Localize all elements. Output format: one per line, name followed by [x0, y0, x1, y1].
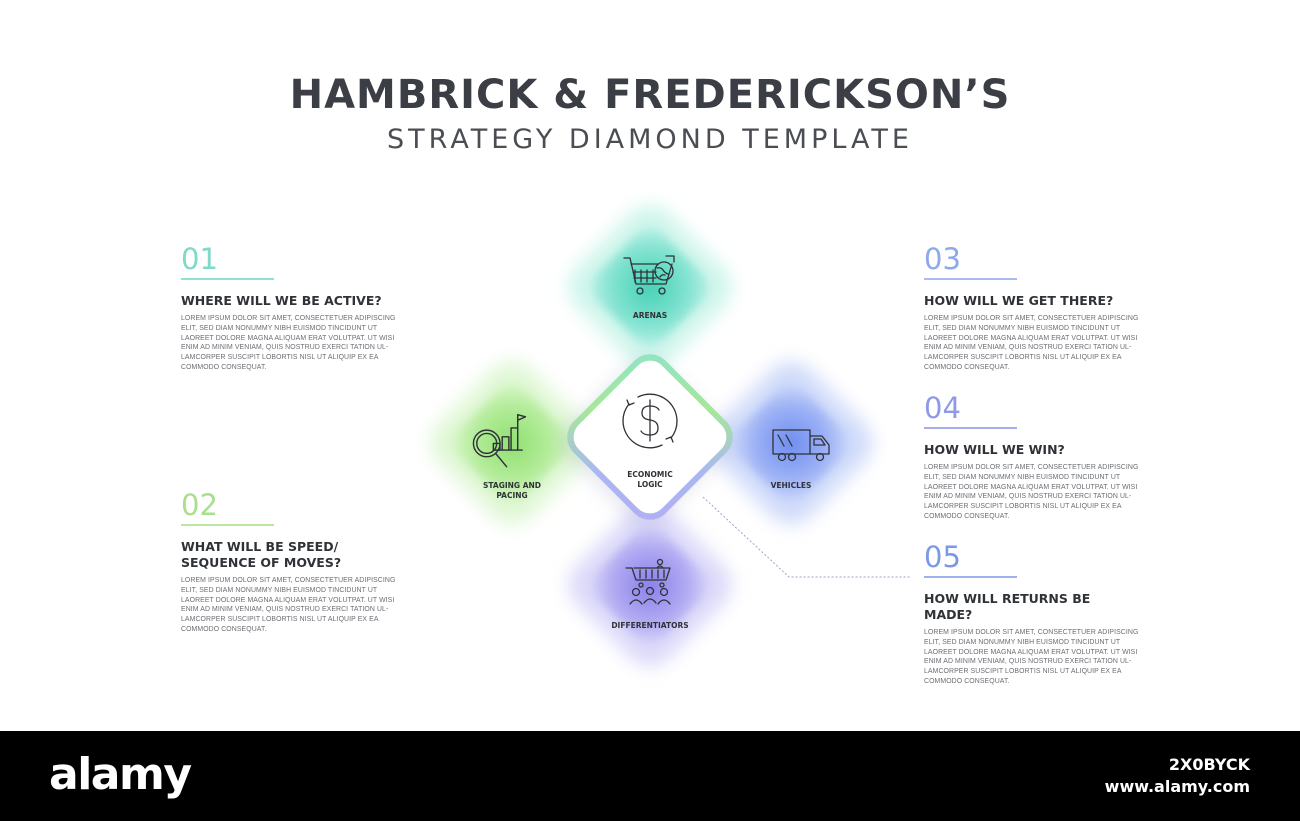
shopping-cart-globe-icon [623, 255, 675, 295]
diamond-node-vehicles: VEHICLES [699, 351, 883, 535]
step-number: 05 [924, 540, 961, 574]
step-block-05: 05 HOW WILL RETURNS BE MADE? LOREM IPSUM… [924, 541, 1139, 687]
page-title: HAMBRICK & FREDERICKSON’S [289, 72, 1011, 118]
diamond-node-staging-and-pacing: STAGING AND PACING [420, 351, 604, 535]
step-body: LOREM IPSUM DOLOR SIT AMET, CONSECTETUER… [181, 577, 396, 633]
step-heading: HOW WILL WE WIN? [924, 442, 1065, 457]
node-label: ARENAS [632, 311, 668, 320]
step-body: LOREM IPSUM DOLOR SIT AMET, CONSECTETUER… [181, 315, 396, 371]
step-rule [181, 278, 274, 280]
step-number: 01 [181, 242, 218, 276]
magnifier-bar-chart-flag-icon [472, 413, 527, 468]
step-block-02: 02 WHAT WILL BE SPEED/ SEQUENCE OF MOVES… [181, 489, 396, 635]
cart-people-icon [625, 558, 671, 605]
step-rule [924, 576, 1017, 578]
page-subtitle: STRATEGY DIAMOND TEMPLATE [387, 124, 913, 155]
step-number: 02 [181, 488, 218, 522]
dollar-cycle-icon [622, 393, 678, 449]
node-label: STAGING AND PACING [482, 481, 542, 500]
step-heading: HOW WILL WE GET THERE? [924, 293, 1114, 308]
image-code: 2X0BYCK [1168, 755, 1250, 774]
node-label: VEHICLES [770, 481, 812, 490]
step-number: 04 [924, 391, 961, 425]
brand-logo: alamy [49, 749, 192, 800]
step-heading: HOW WILL RETURNS BE MADE? [924, 591, 1091, 622]
step-rule [924, 427, 1017, 429]
step-body: LOREM IPSUM DOLOR SIT AMET, CONSECTETUER… [924, 629, 1139, 685]
step-block-04: 04 HOW WILL WE WIN? LOREM IPSUM DOLOR SI… [924, 392, 1139, 522]
diamond-node-differentiators: DIFFERENTIATORS [558, 493, 742, 677]
diamond-center-economic-logic: ECONOMIC LOGIC [558, 345, 742, 529]
footer-bar: alamy 2X0BYCK www.alamy.com [0, 731, 1300, 821]
node-label: DIFFERENTIATORS [611, 621, 689, 630]
step-block-01: 01 WHERE WILL WE BE ACTIVE? LOREM IPSUM … [181, 243, 396, 373]
step-rule [181, 524, 274, 526]
step-heading: WHAT WILL BE SPEED/ SEQUENCE OF MOVES? [181, 539, 342, 570]
step-body: LOREM IPSUM DOLOR SIT AMET, CONSECTETUER… [924, 464, 1139, 520]
step-body: LOREM IPSUM DOLOR SIT AMET, CONSECTETUER… [924, 315, 1139, 371]
step-block-03: 03 HOW WILL WE GET THERE? LOREM IPSUM DO… [924, 243, 1139, 373]
step-heading: WHERE WILL WE BE ACTIVE? [181, 293, 382, 308]
delivery-truck-icon [772, 429, 830, 462]
diamond-node-arenas: ARENAS [558, 195, 742, 379]
site-url: www.alamy.com [1104, 777, 1250, 796]
step-rule [924, 278, 1017, 280]
step-number: 03 [924, 242, 961, 276]
center-label: ECONOMIC LOGIC [627, 470, 673, 489]
